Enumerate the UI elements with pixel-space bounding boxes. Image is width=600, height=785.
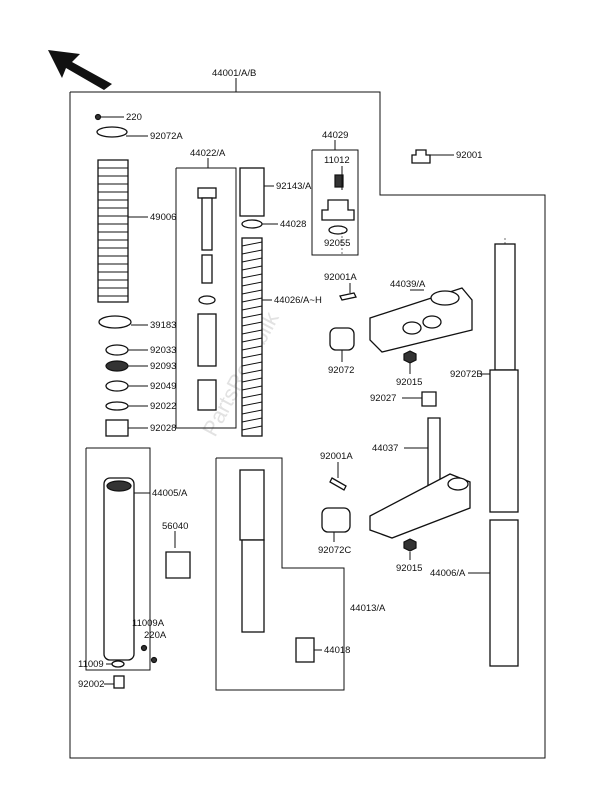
label-92093: 92093 [150,361,176,372]
label-92027: 92027 [370,393,396,404]
seal-92033 [105,344,129,356]
cap-bolt-11012 [334,174,344,188]
dust-seal-clamp [94,113,128,138]
label-49006: 49006 [150,212,176,223]
damper-rod [197,187,217,411]
label-44013A: 44013/A [350,603,386,614]
drain-bolt-92002 [113,675,125,689]
clamp-92072 [329,327,355,351]
seat-44028 [241,219,263,229]
front-arrow-icon [48,50,112,90]
fork-spring [241,237,263,437]
lower-bracket [369,473,471,539]
label-92072B: 92072B [450,369,483,380]
ring-92022 [105,401,129,411]
fork-cap [321,199,355,221]
label-92072: 92072 [328,365,354,376]
label-39183: 39183 [150,320,176,331]
nut-92015-top [403,350,417,364]
upper-bracket [369,287,473,353]
spacer-92143 [239,167,265,217]
bolt-92001A-top [339,292,357,301]
right-fork-tube [489,243,519,667]
clamp-92072C [321,507,351,533]
left-outer-tube [103,477,135,661]
inner-tube [239,469,265,633]
guide-lines [341,232,506,256]
label-92015-bot: 92015 [396,563,422,574]
assembly-boundary [69,78,546,759]
label-44029: 44029 [322,130,348,141]
label-11009A: 11009A [132,618,165,629]
box-44022 [175,167,237,429]
box-44029 [311,149,359,256]
label-92072A: 92072A [150,131,183,142]
washer-11009 [111,660,125,668]
label-92001A-top: 92001A [324,272,357,283]
leader-lines [100,116,490,685]
box-44013 [215,457,345,691]
box-44005 [85,447,151,671]
label-92033: 92033 [150,345,176,356]
nut-92015-bot [403,538,417,552]
label-44022A: 44022/A [190,148,226,159]
label-44001: 44001/A/B [212,68,256,79]
bolt-92001A-bot [329,477,347,491]
piece-44018 [295,637,315,663]
boot-clamp [98,315,132,329]
label-11009: 11009 [78,659,104,670]
label-44037: 44037 [372,443,398,454]
label-92022: 92022 [150,401,176,412]
bolt-220A [150,656,158,664]
label-44006A: 44006/A [430,568,466,579]
label-92049: 92049 [150,381,176,392]
label-92055: 92055 [324,238,350,249]
tag-56040 [165,551,191,579]
label-11012: 11012 [324,155,350,166]
label-92143A: 92143/A [276,181,312,192]
label-44018: 44018 [324,645,350,656]
cap-92027 [421,391,437,407]
fork-boot [97,159,129,303]
label-220: 220 [126,112,142,123]
label-92015-top: 92015 [396,377,422,388]
label-220A: 220A [144,630,167,641]
seal-92093 [105,360,129,372]
label-44039A: 44039/A [390,279,426,290]
label-44005A: 44005/A [152,488,188,499]
label-44026: 44026/A~H [274,295,322,306]
label-92001A-bot: 92001A [320,451,353,462]
bushing-92028 [105,419,129,437]
label-44028: 44028 [280,219,306,230]
label-92002: 92002 [78,679,104,690]
label-56040: 56040 [162,521,188,532]
oring-92055 [328,225,348,235]
label-92028: 92028 [150,423,176,434]
bolt-11009A [140,644,148,652]
label-92001: 92001 [456,150,482,161]
washer-92049 [105,380,129,392]
bolt-92001 [411,149,431,164]
label-92072C: 92072C [318,545,351,556]
